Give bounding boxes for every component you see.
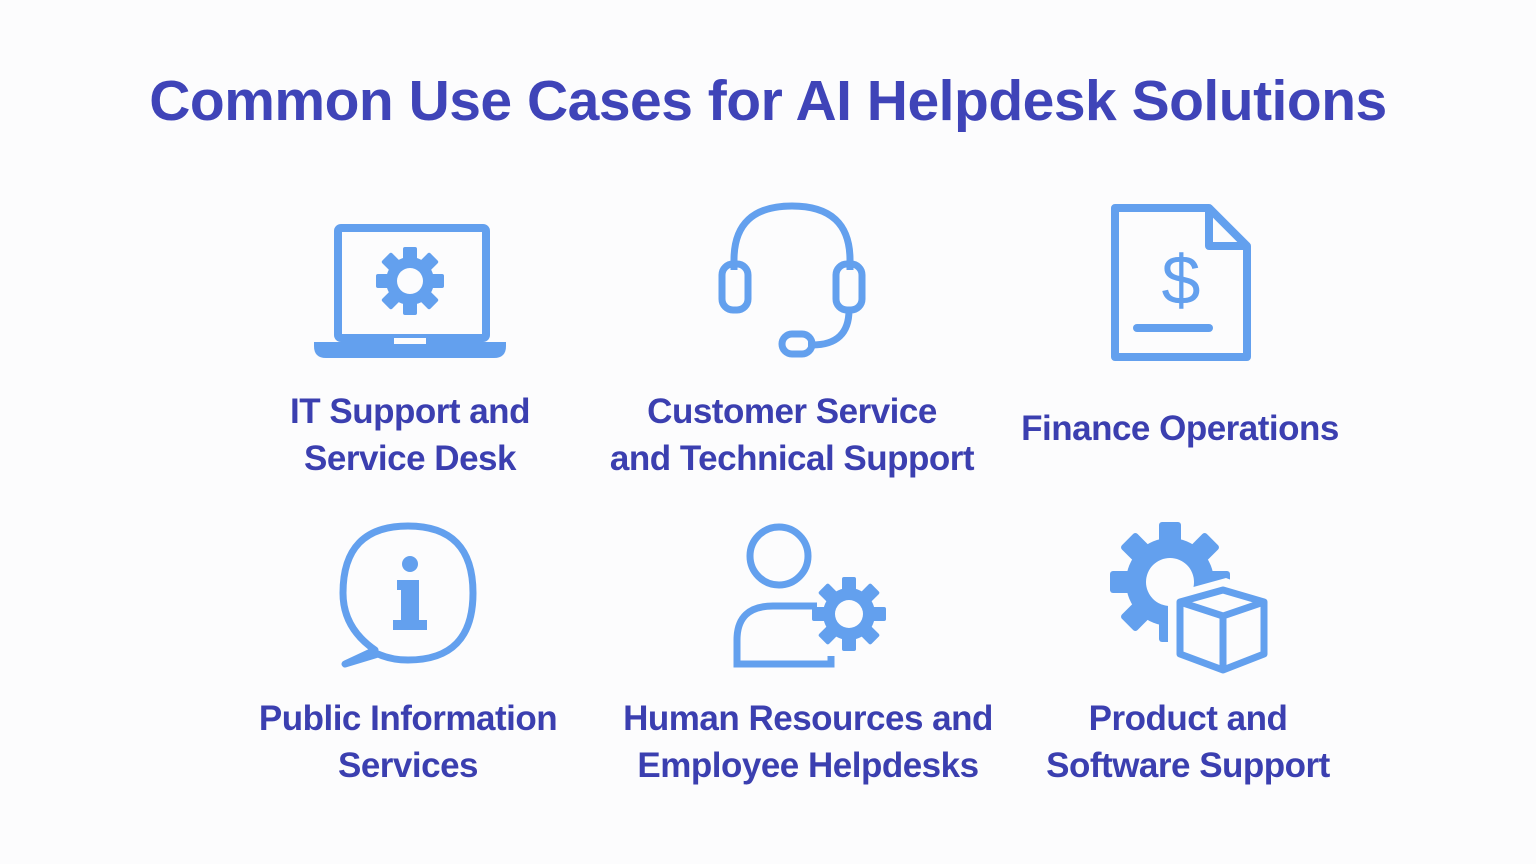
use-case-customer-service: Customer Service and Technical Support <box>592 200 992 478</box>
invoice-dollar-icon: $ <box>1111 204 1251 361</box>
svg-text:$: $ <box>1162 241 1201 319</box>
user-gear-icon <box>733 523 886 668</box>
use-case-label: Customer Service and Technical Support <box>609 392 975 478</box>
use-case-label: Finance Operations <box>1021 409 1339 448</box>
laptop-gear-icon <box>314 224 506 358</box>
use-case-it-support: IT Support and Service Desk <box>210 218 610 478</box>
use-case-label: Public Information Services <box>258 699 558 785</box>
gear-box-icon <box>1110 522 1268 674</box>
use-case-human-resources: Human Resources and Employee Helpdesks <box>608 518 1008 785</box>
use-case-label: Human Resources and Employee Helpdesks <box>623 699 993 785</box>
use-case-finance-operations: $ Finance Operations <box>980 200 1380 448</box>
page-title: Common Use Cases for AI Helpdesk Solutio… <box>149 69 1387 133</box>
info-chat-bubble-icon <box>339 522 477 668</box>
headset-icon <box>718 202 866 358</box>
use-case-label: Product and Software Support <box>1046 699 1330 785</box>
use-case-product-software: Product and Software Support <box>988 518 1388 785</box>
use-case-label: IT Support and Service Desk <box>290 392 530 478</box>
use-case-public-information: Public Information Services <box>208 518 608 785</box>
